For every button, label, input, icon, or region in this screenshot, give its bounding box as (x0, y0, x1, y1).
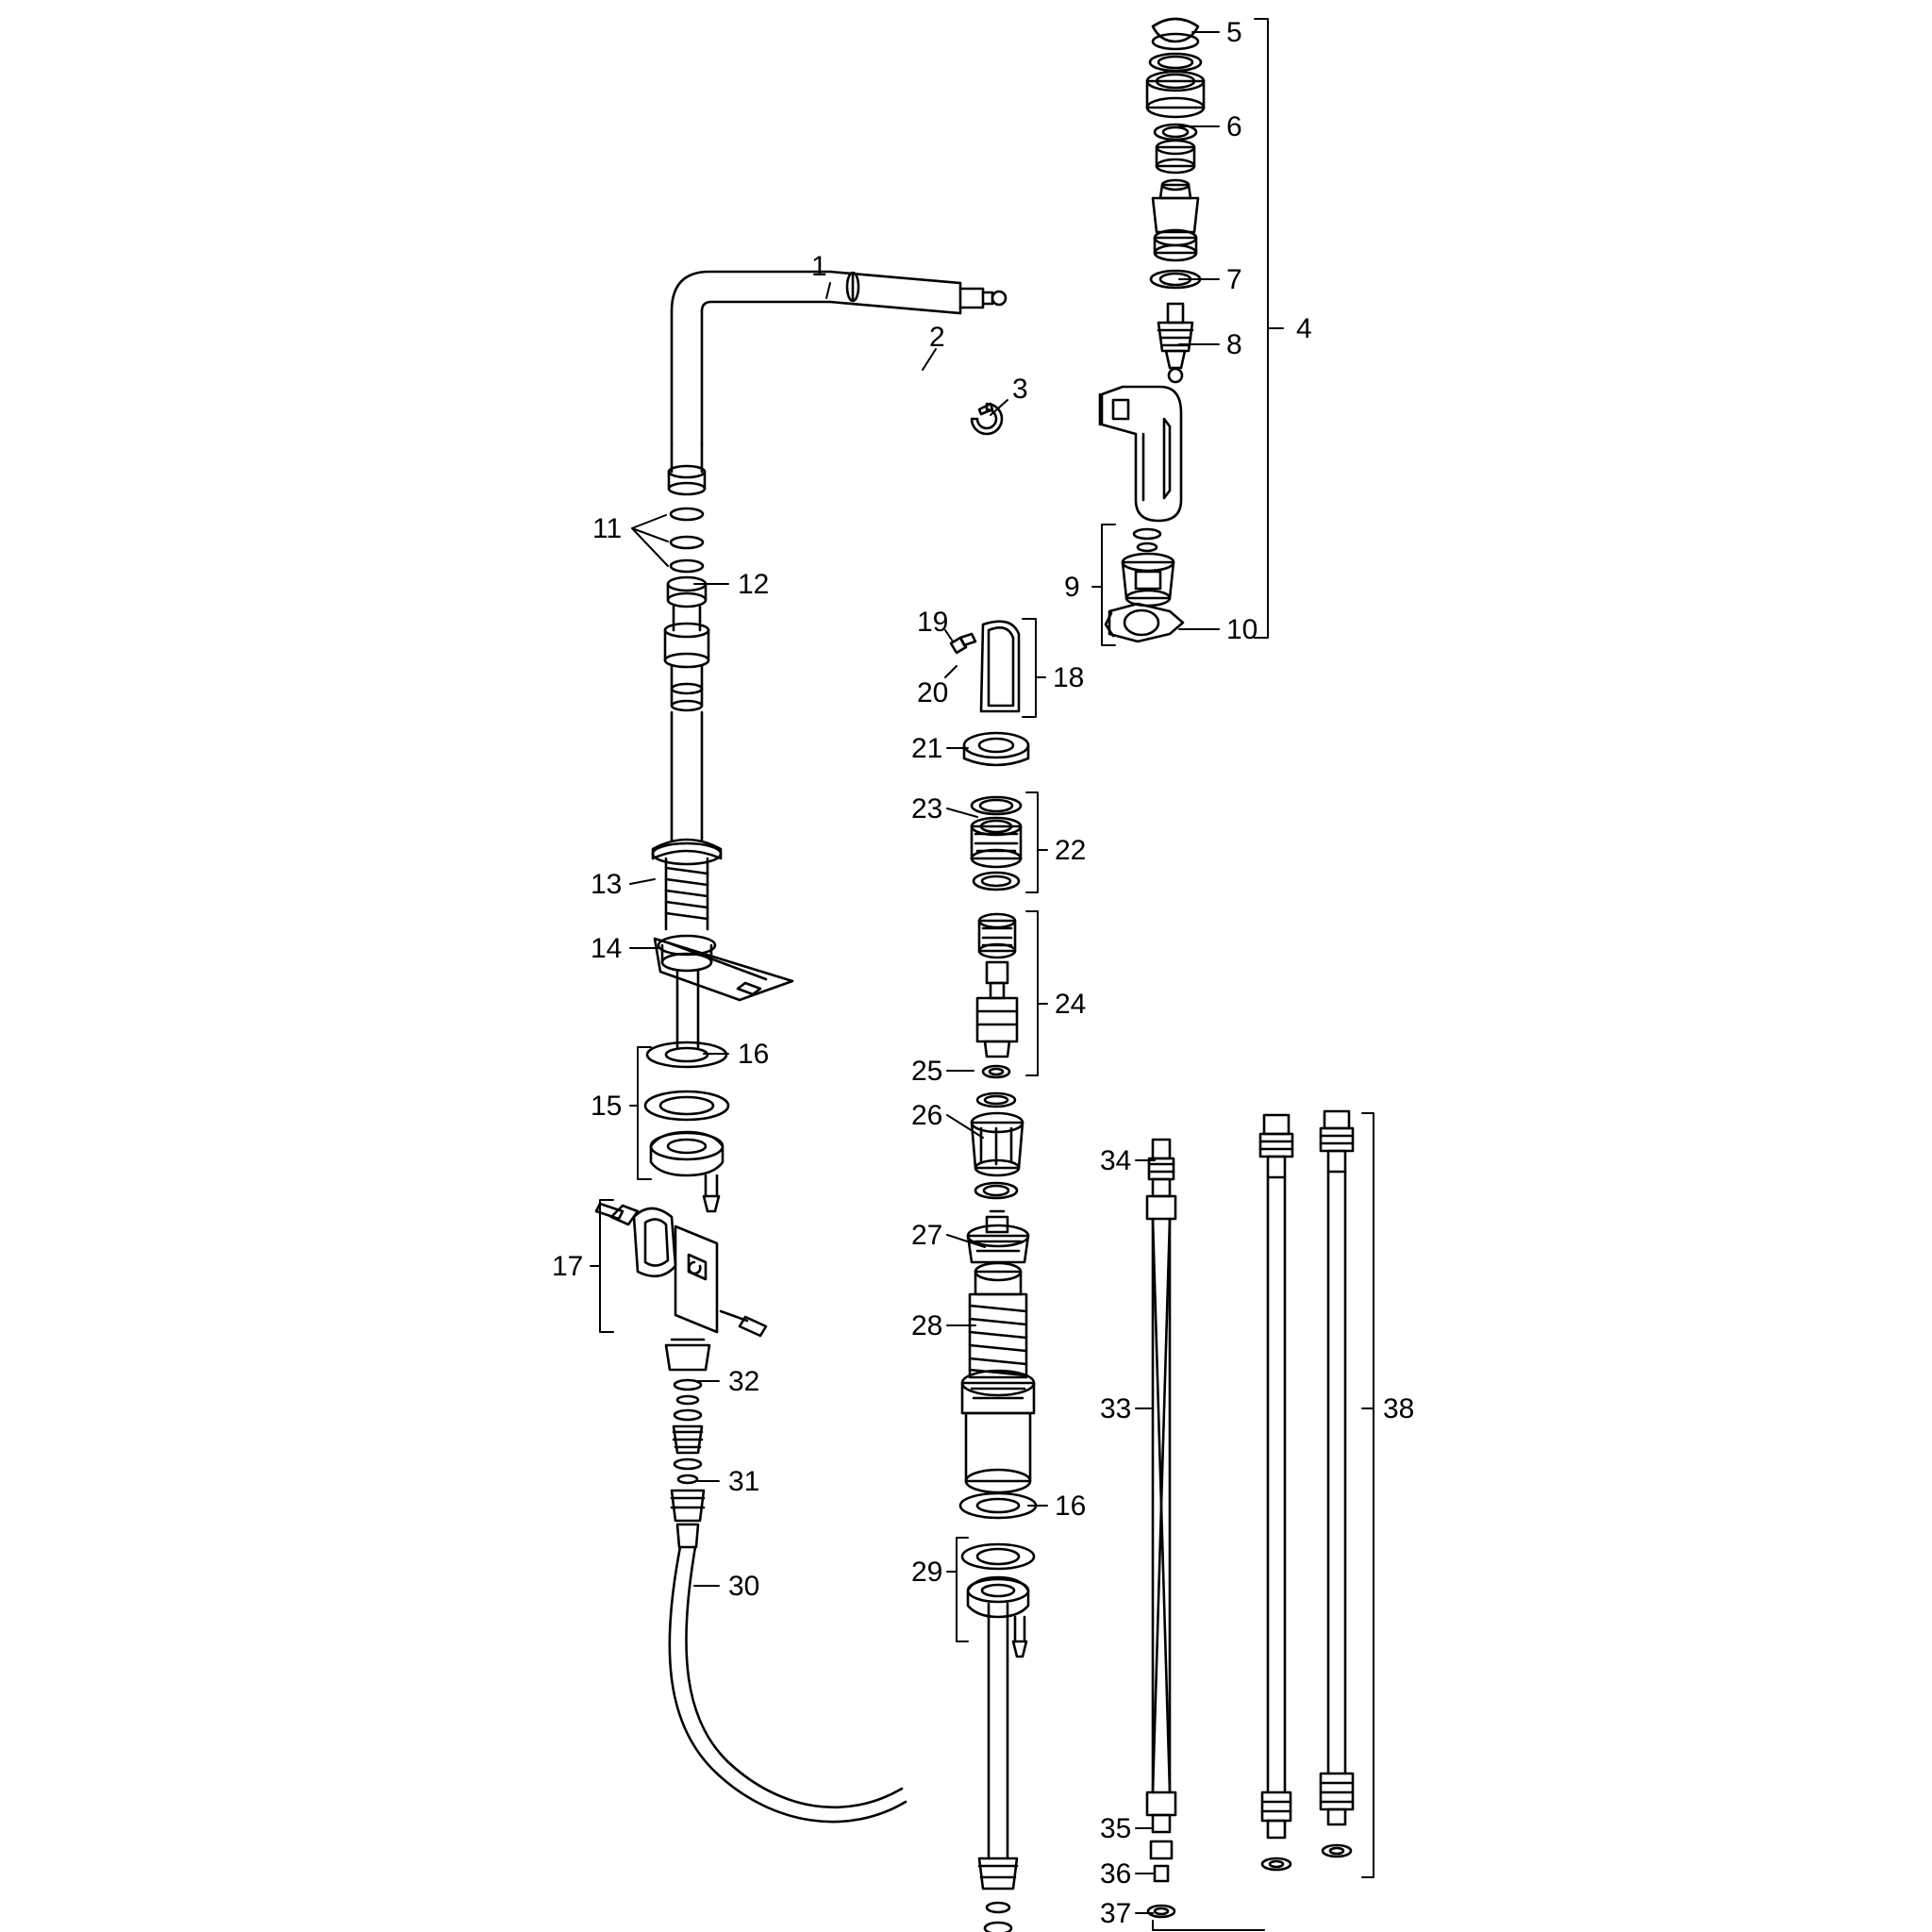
callout-16-lower: 16 (1055, 1491, 1087, 1522)
callout-24: 24 (1055, 989, 1087, 1020)
part-17-handle-assembly (594, 1202, 768, 1338)
callout-3: 3 (1012, 374, 1028, 405)
callout-32: 32 (728, 1366, 760, 1397)
callout-7: 7 (1226, 264, 1242, 295)
part-25-26-27 (966, 1064, 1030, 1264)
callout-4: 4 (1296, 313, 1312, 344)
callout-30: 30 (728, 1571, 760, 1602)
hose-38-b (1319, 1109, 1355, 1858)
bracket-lines (590, 18, 1374, 1931)
callout-9: 9 (1064, 572, 1080, 603)
part-16b-29 (958, 1491, 1038, 1932)
callout-14: 14 (591, 933, 623, 964)
hose-33-34 (1145, 1138, 1177, 1919)
part-spout (670, 270, 1008, 445)
part-9-10-group (1104, 527, 1185, 643)
callout-29: 29 (911, 1557, 943, 1588)
callout-2: 2 (929, 322, 945, 353)
callout-5: 5 (1226, 17, 1242, 48)
callout-25: 25 (911, 1056, 943, 1087)
callout-28: 28 (911, 1310, 943, 1341)
callout-31: 31 (728, 1466, 760, 1497)
callout-36: 36 (1100, 1858, 1132, 1890)
callout-26: 26 (911, 1100, 943, 1131)
part-28 (960, 1261, 1036, 1494)
hose-38-a (1258, 1113, 1294, 1872)
callout-11: 11 (592, 513, 623, 544)
callout-17: 17 (552, 1251, 584, 1282)
callout-27: 27 (911, 1220, 943, 1251)
callout-6: 6 (1226, 111, 1242, 142)
part-4-handle-group (1098, 17, 1206, 523)
callout-33: 33 (1100, 1393, 1132, 1424)
callout-13: 13 (591, 869, 623, 900)
hose-assembly-30 (664, 1338, 908, 1824)
callout-21: 21 (911, 733, 943, 764)
callout-38: 38 (1383, 1393, 1415, 1424)
part-22-23 (970, 795, 1023, 891)
callout-20: 20 (917, 677, 949, 708)
callout-23: 23 (911, 793, 943, 824)
callout-15: 15 (591, 1091, 623, 1122)
callout-10: 10 (1226, 614, 1258, 645)
callout-35: 35 (1100, 1813, 1132, 1844)
callout-19: 19 (917, 607, 949, 638)
part-21 (962, 731, 1030, 767)
callout-1: 1 (811, 251, 827, 282)
callout-18: 18 (1053, 662, 1085, 693)
callout-8: 8 (1226, 329, 1242, 360)
part-18-19-20 (949, 620, 1021, 713)
callout-34: 34 (1100, 1145, 1132, 1176)
callout-12: 12 (738, 569, 770, 600)
callout-22: 22 (1055, 835, 1087, 866)
spout-lower-column (643, 441, 794, 1213)
part-24 (975, 912, 1019, 1058)
callout-37: 37 (1100, 1898, 1132, 1929)
callout-16: 16 (738, 1039, 770, 1070)
